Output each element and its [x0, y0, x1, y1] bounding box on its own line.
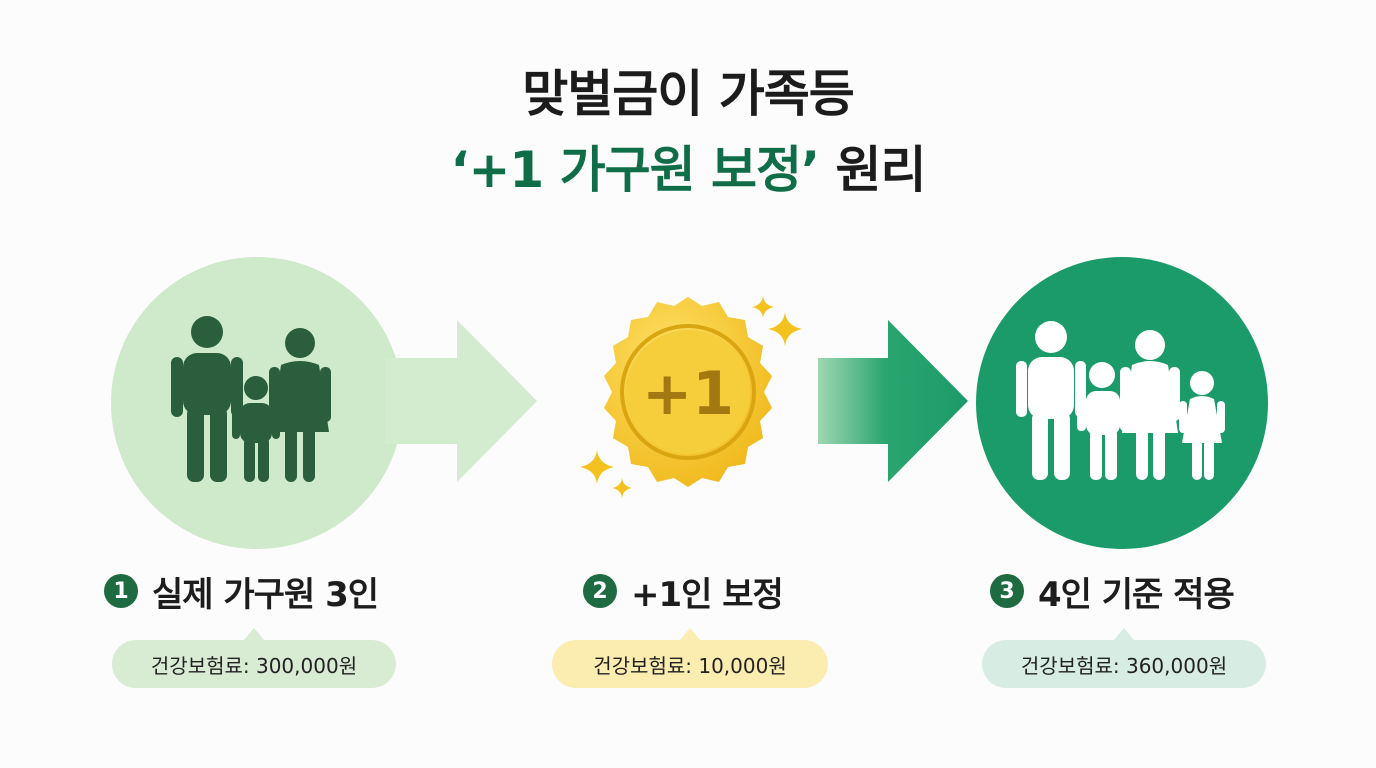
family-of-four-circle — [976, 257, 1268, 549]
sparkle-icon — [768, 312, 802, 346]
fee-pill-step-1: 건강보험료: 300,000원 — [112, 628, 396, 688]
step-2-label: 2 +1인 보정 — [583, 566, 784, 616]
fee-pill-step-3: 건강보험료: 360,000원 — [982, 628, 1266, 688]
plus-one-coin-icon: +1 — [604, 297, 772, 487]
sparkle-icon — [612, 478, 632, 498]
step-3-label: 3 4인 기준 적용 — [990, 566, 1235, 616]
arrow-right-icon — [818, 320, 968, 482]
step-number-badge: 1 — [104, 574, 138, 608]
step-title: 실제 가구원 3인 — [152, 574, 379, 615]
sparkle-icon — [752, 296, 774, 318]
step-number-badge: 2 — [583, 574, 617, 608]
step-title: +1인 보정 — [631, 574, 784, 615]
sparkle-icon — [580, 450, 614, 484]
family-three-icon — [171, 316, 331, 482]
coin-label: +1 — [642, 359, 734, 429]
family-of-three-circle — [111, 257, 403, 549]
step-title: 4인 기준 적용 — [1038, 574, 1235, 615]
page-title-line1: 맞벌금이 가족등 — [522, 65, 854, 123]
fee-pill-step-2: 건강보험료: 10,000원 — [552, 628, 828, 688]
arrow-right-icon — [385, 320, 537, 482]
step-number-badge: 3 — [990, 574, 1024, 608]
title-rest: 원리 — [835, 141, 926, 199]
step-1-label: 1 실제 가구원 3인 — [104, 566, 379, 616]
family-four-icon — [1016, 321, 1225, 480]
title-highlight: ‘+1 가구원 보정’ — [450, 141, 820, 199]
page-title-line2: ‘+1 가구원 보정’ 원리 — [0, 140, 1376, 200]
